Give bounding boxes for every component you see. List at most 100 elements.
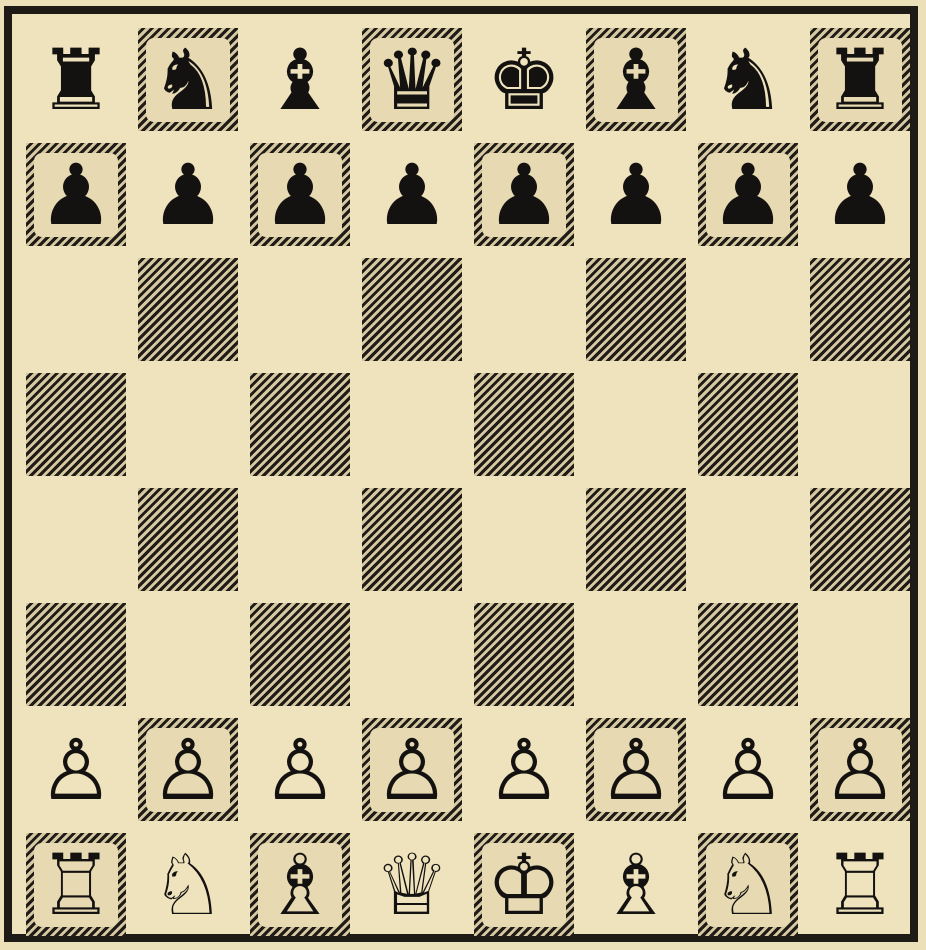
white-rook-icon[interactable]: ♖ bbox=[804, 827, 916, 942]
square-h4[interactable] bbox=[804, 482, 916, 597]
square-c3[interactable] bbox=[244, 597, 356, 712]
white-rook-icon[interactable]: ♖ bbox=[20, 827, 132, 942]
black-rook-icon[interactable]: ♜ bbox=[804, 22, 916, 137]
black-pawn-icon[interactable]: ♟ bbox=[804, 137, 916, 252]
square-a5[interactable] bbox=[20, 367, 132, 482]
black-knight-icon[interactable]: ♞ bbox=[132, 22, 244, 137]
black-pawn-icon[interactable]: ♟ bbox=[580, 137, 692, 252]
square-b8[interactable]: ♞ bbox=[132, 22, 244, 137]
square-f1[interactable]: ♗ bbox=[580, 827, 692, 942]
white-knight-icon-glyph: ♘ bbox=[706, 843, 789, 927]
square-g7[interactable]: ♟ bbox=[692, 137, 804, 252]
square-b1[interactable]: ♘ bbox=[132, 827, 244, 942]
white-pawn-icon[interactable]: ♙ bbox=[580, 712, 692, 827]
square-b5[interactable] bbox=[132, 367, 244, 482]
black-knight-icon[interactable]: ♞ bbox=[692, 22, 804, 137]
square-h2[interactable]: ♙ bbox=[804, 712, 916, 827]
square-d4[interactable] bbox=[356, 482, 468, 597]
square-h7[interactable]: ♟ bbox=[804, 137, 916, 252]
square-e1[interactable]: ♔ bbox=[468, 827, 580, 942]
square-b4[interactable] bbox=[132, 482, 244, 597]
square-c8[interactable]: ♝ bbox=[244, 22, 356, 137]
white-pawn-icon[interactable]: ♙ bbox=[132, 712, 244, 827]
square-c1[interactable]: ♗ bbox=[244, 827, 356, 942]
square-a1[interactable]: ♖ bbox=[20, 827, 132, 942]
black-king-icon[interactable]: ♚ bbox=[468, 22, 580, 137]
square-h5[interactable] bbox=[804, 367, 916, 482]
dark-square-hatch bbox=[26, 373, 126, 476]
square-g6[interactable] bbox=[692, 252, 804, 367]
square-f7[interactable]: ♟ bbox=[580, 137, 692, 252]
black-pawn-icon[interactable]: ♟ bbox=[132, 137, 244, 252]
square-d8[interactable]: ♛ bbox=[356, 22, 468, 137]
black-queen-icon[interactable]: ♛ bbox=[356, 22, 468, 137]
square-a2[interactable]: ♙ bbox=[20, 712, 132, 827]
black-pawn-icon[interactable]: ♟ bbox=[468, 137, 580, 252]
square-g8[interactable]: ♞ bbox=[692, 22, 804, 137]
white-pawn-icon[interactable]: ♙ bbox=[244, 712, 356, 827]
square-c4[interactable] bbox=[244, 482, 356, 597]
white-bishop-icon[interactable]: ♗ bbox=[580, 827, 692, 942]
square-d1[interactable]: ♕ bbox=[356, 827, 468, 942]
white-king-icon[interactable]: ♔ bbox=[468, 827, 580, 942]
square-g4[interactable] bbox=[692, 482, 804, 597]
square-d2[interactable]: ♙ bbox=[356, 712, 468, 827]
square-e4[interactable] bbox=[468, 482, 580, 597]
black-pawn-icon[interactable]: ♟ bbox=[20, 137, 132, 252]
square-g5[interactable] bbox=[692, 367, 804, 482]
square-f6[interactable] bbox=[580, 252, 692, 367]
black-pawn-icon[interactable]: ♟ bbox=[244, 137, 356, 252]
square-f2[interactable]: ♙ bbox=[580, 712, 692, 827]
square-a7[interactable]: ♟ bbox=[20, 137, 132, 252]
square-a8[interactable]: ♜ bbox=[20, 22, 132, 137]
square-g1[interactable]: ♘ bbox=[692, 827, 804, 942]
square-a3[interactable] bbox=[20, 597, 132, 712]
square-g3[interactable] bbox=[692, 597, 804, 712]
square-b6[interactable] bbox=[132, 252, 244, 367]
square-c2[interactable]: ♙ bbox=[244, 712, 356, 827]
white-pawn-icon[interactable]: ♙ bbox=[468, 712, 580, 827]
white-pawn-icon[interactable]: ♙ bbox=[356, 712, 468, 827]
square-f4[interactable] bbox=[580, 482, 692, 597]
square-c5[interactable] bbox=[244, 367, 356, 482]
square-f5[interactable] bbox=[580, 367, 692, 482]
square-f8[interactable]: ♝ bbox=[580, 22, 692, 137]
square-d7[interactable]: ♟ bbox=[356, 137, 468, 252]
square-h8[interactable]: ♜ bbox=[804, 22, 916, 137]
square-a6[interactable] bbox=[20, 252, 132, 367]
white-pawn-icon[interactable]: ♙ bbox=[804, 712, 916, 827]
black-rook-icon[interactable]: ♜ bbox=[20, 22, 132, 137]
square-e7[interactable]: ♟ bbox=[468, 137, 580, 252]
square-h3[interactable] bbox=[804, 597, 916, 712]
square-c6[interactable] bbox=[244, 252, 356, 367]
white-pawn-icon[interactable]: ♙ bbox=[20, 712, 132, 827]
square-b7[interactable]: ♟ bbox=[132, 137, 244, 252]
square-d5[interactable] bbox=[356, 367, 468, 482]
black-bishop-icon[interactable]: ♝ bbox=[244, 22, 356, 137]
square-e8[interactable]: ♚ bbox=[468, 22, 580, 137]
white-pawn-icon[interactable]: ♙ bbox=[692, 712, 804, 827]
square-b2[interactable]: ♙ bbox=[132, 712, 244, 827]
black-pawn-icon[interactable]: ♟ bbox=[356, 137, 468, 252]
square-d3[interactable] bbox=[356, 597, 468, 712]
square-d6[interactable] bbox=[356, 252, 468, 367]
square-e3[interactable] bbox=[468, 597, 580, 712]
dark-square-hatch bbox=[586, 258, 686, 361]
white-queen-icon[interactable]: ♕ bbox=[356, 827, 468, 942]
white-king-icon-glyph: ♔ bbox=[482, 843, 565, 927]
white-knight-icon[interactable]: ♘ bbox=[132, 827, 244, 942]
black-bishop-icon[interactable]: ♝ bbox=[580, 22, 692, 137]
square-g2[interactable]: ♙ bbox=[692, 712, 804, 827]
square-h1[interactable]: ♖ bbox=[804, 827, 916, 942]
white-knight-icon[interactable]: ♘ bbox=[692, 827, 804, 942]
black-pawn-icon[interactable]: ♟ bbox=[692, 137, 804, 252]
square-e6[interactable] bbox=[468, 252, 580, 367]
square-e2[interactable]: ♙ bbox=[468, 712, 580, 827]
white-bishop-icon[interactable]: ♗ bbox=[244, 827, 356, 942]
square-a4[interactable] bbox=[20, 482, 132, 597]
square-e5[interactable] bbox=[468, 367, 580, 482]
square-b3[interactable] bbox=[132, 597, 244, 712]
square-f3[interactable] bbox=[580, 597, 692, 712]
square-c7[interactable]: ♟ bbox=[244, 137, 356, 252]
square-h6[interactable] bbox=[804, 252, 916, 367]
